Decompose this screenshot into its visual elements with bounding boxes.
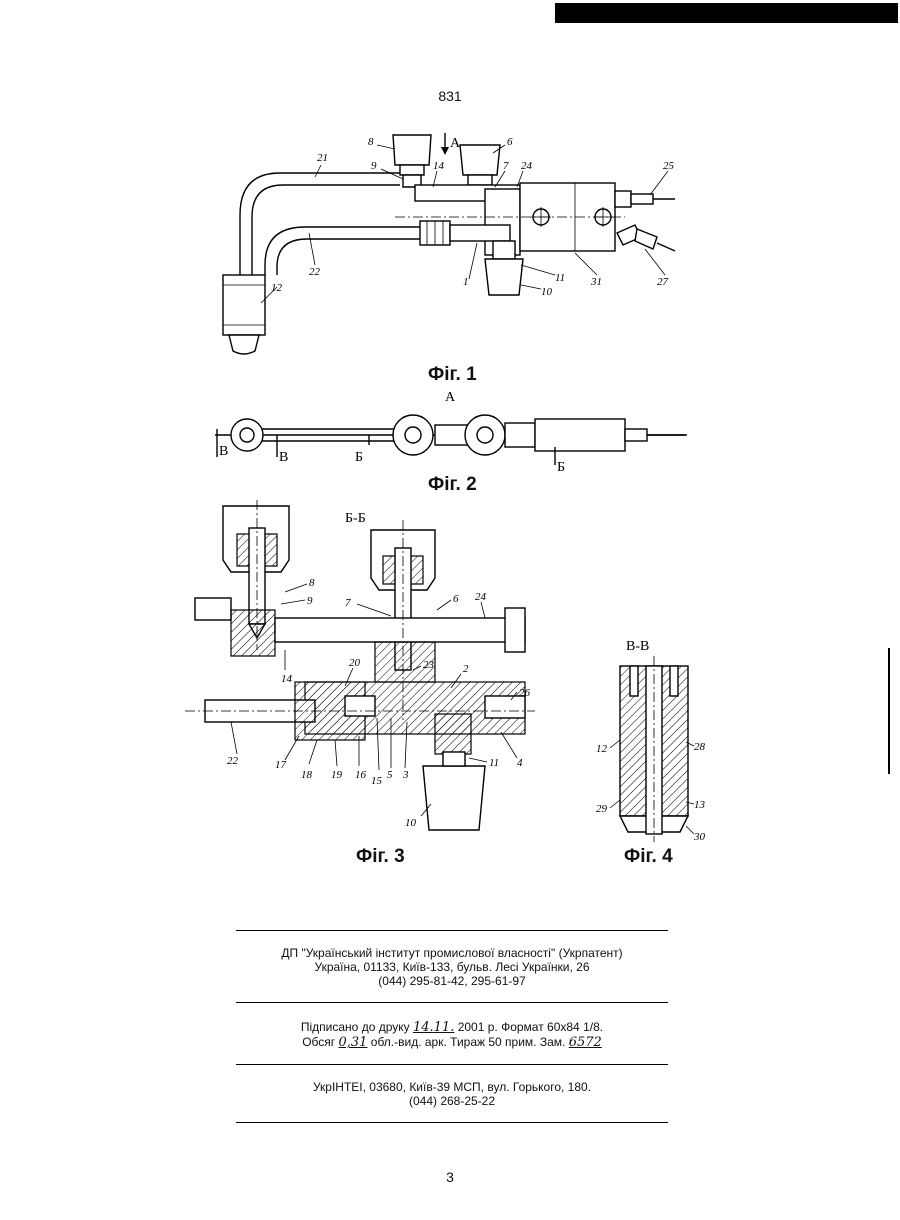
fig3-label-2: 2 — [463, 663, 469, 675]
fig3-label-8: 8 — [309, 577, 315, 589]
print-details-block: Підписано до друку 14.11. 2001 р. Формат… — [236, 1020, 668, 1050]
imprint-rule-2 — [236, 1002, 668, 1003]
fig1-label-8: 8 — [368, 136, 374, 148]
fig3-label-6: 6 — [453, 593, 459, 605]
fig3-label-7: 7 — [345, 597, 351, 609]
order-prefix: Зам. — [540, 1035, 566, 1049]
fig1-label-11: 11 — [555, 272, 565, 284]
printer-line-1: УкрІНТЕІ, 03680, Київ-39 МСП, вул. Горьк… — [236, 1080, 668, 1094]
page-number-bottom: 3 — [0, 1169, 900, 1185]
fig1-label-22: 22 — [309, 266, 321, 278]
signed-date: 14.11. — [413, 1020, 454, 1035]
publisher-block: ДП "Український інститут промислової вла… — [236, 946, 668, 988]
fig3-label-16: 16 — [355, 769, 367, 781]
fig4-section-title: В-В — [626, 639, 649, 654]
fig1-label-24: 24 — [521, 160, 533, 172]
fig3-label-26: 26 — [519, 687, 531, 699]
fig4-label-29: 29 — [596, 803, 608, 815]
fig1-label-14: 14 — [433, 160, 445, 172]
signed-prefix: Підписано до друку — [301, 1020, 410, 1034]
fig2-top-label: A — [445, 390, 456, 405]
fig3-label-23: 23 — [423, 659, 435, 671]
publisher-line-1: ДП "Український інститут промислової вла… — [236, 946, 668, 960]
fig3-section-title: Б-Б — [345, 511, 366, 526]
fig2-label-b-right: B — [279, 450, 288, 465]
print-run: Тираж 50 прим. — [450, 1035, 536, 1049]
page-number-top: 831 — [0, 88, 900, 104]
fig3-label-4: 4 — [517, 757, 523, 769]
imprint-rule-3 — [236, 1064, 668, 1065]
figure-1-drawing: A 8 9 6 14 7 24 25 21 22 12 1 11 10 31 2… — [205, 125, 695, 365]
fig3-label-19: 19 — [331, 769, 343, 781]
fig1-view-marker: A — [450, 136, 461, 151]
printer-block: УкрІНТЕІ, 03680, Київ-39 МСП, вул. Горьк… — [236, 1080, 668, 1108]
fig3-label-15: 15 — [371, 775, 383, 787]
signed-year: 2001 р. — [458, 1020, 498, 1034]
fig2-label-be-left: Б — [355, 450, 363, 465]
fig2-label-be-right: Б — [557, 460, 565, 475]
figure-3-drawing: Б-Б — [185, 500, 545, 840]
scan-black-bar — [555, 3, 898, 23]
fig3-label-22: 22 — [227, 755, 239, 767]
fig3-label-11: 11 — [489, 757, 499, 769]
volume-suffix: обл.-вид. арк. — [371, 1035, 447, 1049]
signed-line: Підписано до друку 14.11. 2001 р. Формат… — [236, 1020, 668, 1035]
figure-4-drawing: В-В 12 28 29 13 30 — [590, 630, 720, 850]
fig1-label-31: 31 — [590, 276, 602, 288]
fig1-label-6: 6 — [507, 136, 513, 148]
fig2-label-b-left: B — [219, 444, 228, 459]
fig1-label-10: 10 — [541, 286, 553, 298]
figure-2-drawing: A B B Б Б — [205, 385, 695, 485]
figure-3-caption: Фіг. 3 — [356, 846, 405, 868]
fig1-label-1: 1 — [463, 276, 469, 288]
figure-4-caption: Фіг. 4 — [624, 846, 673, 868]
fig3-label-17: 17 — [275, 759, 287, 771]
fig3-label-5: 5 — [387, 769, 393, 781]
imprint-rule-top — [236, 930, 668, 931]
figure-2-caption: Фіг. 2 — [428, 474, 477, 496]
format-text: Формат 60х84 1/8. — [501, 1020, 603, 1034]
fig4-label-12: 12 — [596, 743, 608, 755]
fig3-label-9: 9 — [307, 595, 313, 607]
publisher-line-3: (044) 295-81-42, 295-61-97 — [236, 974, 668, 988]
fig3-label-20: 20 — [349, 657, 361, 669]
scan-edge-mark — [888, 648, 890, 774]
order-value: 6572 — [569, 1035, 602, 1050]
fig1-label-12: 12 — [271, 282, 283, 294]
fig3-label-14: 14 — [281, 673, 293, 685]
fig1-label-7: 7 — [503, 160, 509, 172]
fig1-label-25: 25 — [663, 160, 675, 172]
volume-line: Обсяг 0,31 обл.-вид. арк. Тираж 50 прим.… — [236, 1035, 668, 1050]
fig3-label-18: 18 — [301, 769, 313, 781]
fig3-label-10: 10 — [405, 817, 417, 829]
imprint-rule-bottom — [236, 1122, 668, 1123]
fig4-label-30: 30 — [693, 831, 706, 843]
publisher-line-2: Україна, 01133, Київ-133, бульв. Лесі Ук… — [236, 960, 668, 974]
fig1-label-9: 9 — [371, 160, 377, 172]
fig3-label-3: 3 — [402, 769, 409, 781]
figure-1-caption: Фіг. 1 — [428, 364, 477, 386]
fig1-label-21: 21 — [317, 152, 328, 164]
fig3-label-24: 24 — [475, 591, 487, 603]
volume-prefix: Обсяг — [302, 1035, 335, 1049]
fig4-label-28: 28 — [694, 741, 706, 753]
volume-value: 0,31 — [338, 1035, 367, 1050]
fig4-label-13: 13 — [694, 799, 706, 811]
fig1-label-27: 27 — [657, 276, 669, 288]
printer-line-2: (044) 268-25-22 — [236, 1094, 668, 1108]
